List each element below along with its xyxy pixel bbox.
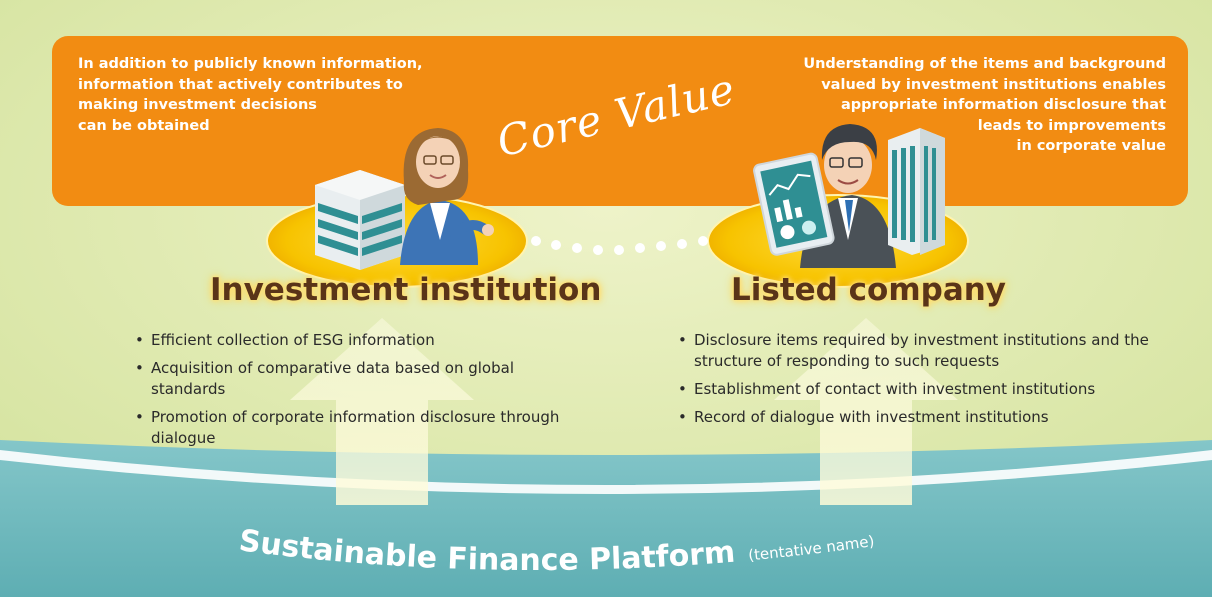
company-value-line: Understanding of the items and backgroun… xyxy=(803,56,1166,72)
businesswoman-icon xyxy=(400,128,494,265)
skyscraper-icon xyxy=(888,128,945,255)
investment-institution-title: Investment institution xyxy=(210,272,602,308)
listed-company-title: Listed company xyxy=(731,272,1007,308)
investment-value-text: In addition to publicly known informatio… xyxy=(78,54,478,136)
company-value-line: leads to improvements xyxy=(977,117,1166,134)
company-value-line: valued by investment institutions enable… xyxy=(821,76,1166,93)
benefit-item: Acquisition of comparative data based on… xyxy=(133,358,531,400)
investment-value-line: can be obtained xyxy=(78,117,210,134)
benefit-item: Establishment of contact with investment… xyxy=(676,379,1176,400)
platform-band xyxy=(0,440,1212,597)
investment-value-line: information that actively contributes to xyxy=(78,76,403,93)
listed-company-benefits: Disclosure items required by investment … xyxy=(676,330,1176,435)
investment-value-line: making investment decisions xyxy=(78,97,317,113)
company-value-text: Understanding of the items and backgroun… xyxy=(712,54,1166,157)
investment-value-line: In addition to publicly known informatio… xyxy=(78,56,423,72)
businessman-icon xyxy=(800,124,896,268)
investment-institution-benefits: Efficient collection of ESG information … xyxy=(133,330,573,456)
benefit-item: Promotion of corporate information discl… xyxy=(133,407,581,449)
company-value-line: in corporate value xyxy=(1016,138,1166,154)
benefit-item: Record of dialogue with investment insti… xyxy=(676,407,1176,428)
company-value-line: appropriate information disclosure that xyxy=(840,97,1166,113)
office-building-icon xyxy=(315,170,405,270)
benefit-item: Efficient collection of ESG information xyxy=(133,330,573,351)
connector-dots-icon xyxy=(531,236,708,255)
benefit-item: Disclosure items required by investment … xyxy=(676,330,1164,372)
tablet-chart-icon xyxy=(753,152,835,256)
